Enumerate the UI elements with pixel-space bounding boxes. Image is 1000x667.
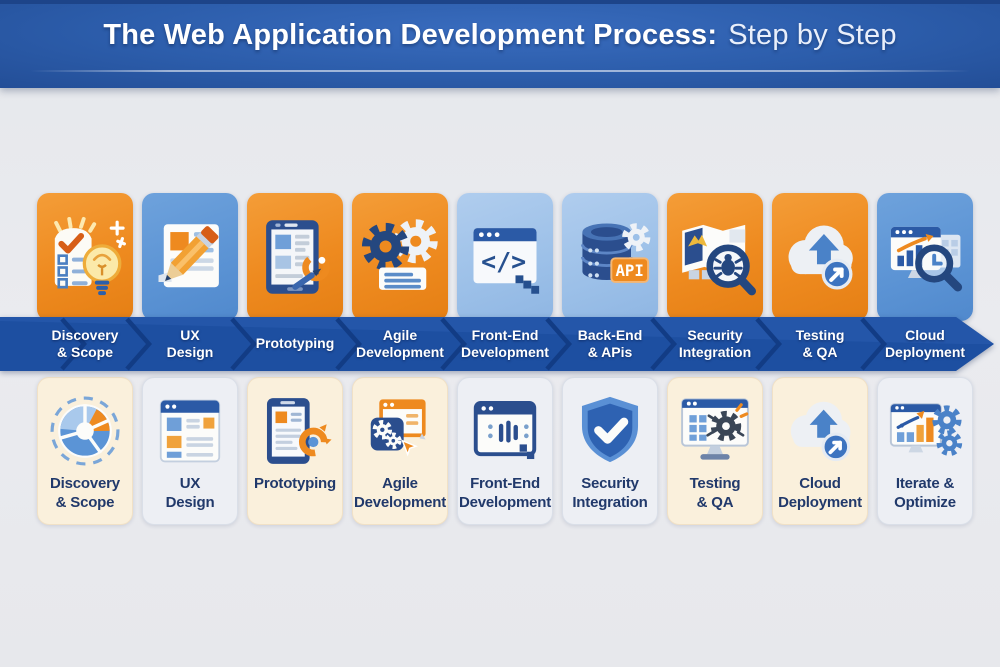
process-arrow-ribbon [0,317,994,371]
top-card-testing-qa [772,193,868,321]
top-card-agile-development [352,193,448,321]
card-label: Discovery& Scope [50,475,120,512]
wireframe-browser-icon [151,392,229,470]
donut-chart-icon [46,392,124,470]
pencil-document-icon [148,211,232,303]
shield-check-icon [571,392,649,470]
card-label: Prototyping [254,475,336,492]
top-card-front-end-development: </> [457,193,553,321]
top-card-discovery-scope [37,193,133,321]
code-window-icon: </> [463,211,547,303]
tablet-progress-icon [256,392,334,470]
svg-text:</>: </> [481,247,526,276]
card-label: Iterate &Optimize [894,475,956,512]
banner-divider-line [30,70,970,72]
top-card-back-end-apis: API [562,193,658,321]
svg-text:API: API [615,261,643,280]
top-card-cloud-deployment [877,193,973,321]
page-title-suffix: Step by Step [728,18,897,51]
cloud-upload-icon [781,392,859,470]
bottom-card-discovery-scope: Discovery& Scope [37,377,133,525]
bottom-card-prototyping: Prototyping [247,377,343,525]
tablet-wireframe-icon [253,211,337,303]
top-card-ux-design [142,193,238,321]
analytics-magnifier-icon [883,211,967,303]
page-title: The Web Application Development Process:… [0,0,1000,70]
banner-top-edge [0,0,1000,4]
header-banner: The Web Application Development Process:… [0,0,1000,88]
monitor-bug-gear-icon [676,392,754,470]
gear-window-icon [361,392,439,470]
gears-card-icon [358,211,442,303]
database-api-icon: API [568,211,652,303]
chart-gears-icon [886,392,964,470]
bottom-card-testing-qa: Testing& QA [667,377,763,525]
page-title-main: The Web Application Development Process: [103,18,718,51]
card-label: Testing& QA [689,475,741,512]
top-icon-row: </> API [37,193,973,321]
cloud-upload-icon [778,211,862,303]
top-card-prototyping [247,193,343,321]
map-bug-magnifier-icon [673,211,757,303]
code-pipes-window-icon [466,392,544,470]
top-card-security-integration [667,193,763,321]
bottom-card-iterate-optimize: Iterate &Optimize [877,377,973,525]
checklist-lightbulb-icon [43,211,127,303]
